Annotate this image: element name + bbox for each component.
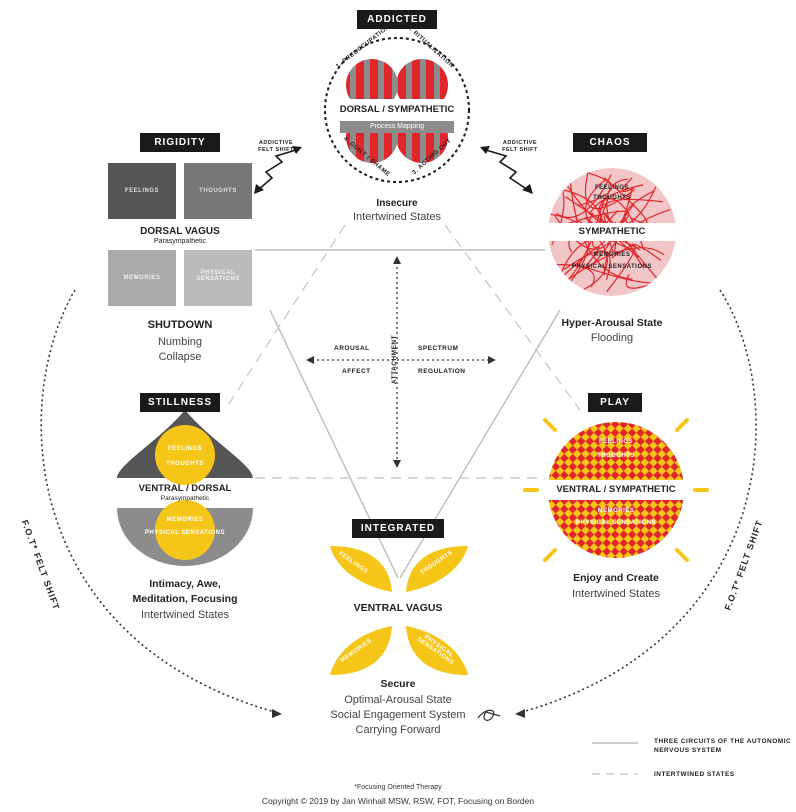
play-state-title: Enjoy and Create: [573, 572, 659, 584]
chaos-scribble: [548, 168, 676, 296]
right-zigzag-arrow: [485, 149, 529, 191]
chaos-state-line: Flooding: [590, 332, 634, 344]
intertwined-line-right: [444, 224, 581, 411]
rigidity-boxes: [108, 163, 252, 306]
play-state-line: Intertwined States: [571, 588, 661, 600]
stillness-label-sensations: PHYSICAL SENSATIONS: [145, 530, 225, 536]
addicted-state-title: Insecure: [376, 198, 418, 209]
label-spectrum: SPECTRUM: [418, 345, 459, 352]
play-label-feelings: FEELINGS: [598, 439, 633, 445]
legend-dashed-text: INTERTWINED STATES: [654, 771, 735, 778]
addicted-sub-label: Process Mapping: [369, 123, 425, 130]
play-circle: [523, 418, 709, 562]
addicted-state-line: Intertwined States: [352, 211, 442, 223]
label-attachment: ATTACHMENT: [391, 334, 399, 385]
chaos-label-feelings: FEELINGS: [594, 185, 629, 191]
play-label-memories: MEMORIES: [597, 508, 635, 514]
play-label-thoughts: THOUGHTS: [597, 453, 635, 459]
rigidity-state-line-2: Collapse: [158, 351, 202, 363]
stillness-state-title-2: Meditation, Focusing: [132, 593, 238, 605]
rigidity-box-feelings: FEELINGS: [124, 188, 159, 194]
signature-mark: [477, 709, 501, 721]
rigidity-state-line-1: Numbing: [157, 336, 203, 348]
chaos-state-title: Hyper-Arousal State: [561, 317, 663, 329]
tag-play: PLAY: [588, 393, 642, 412]
rigidity-box-sensations: PHYSICAL SENSATIONS: [196, 270, 240, 282]
label-affect: AFFECT: [342, 368, 371, 375]
chaos-label-sensations: PHYSICAL SENSATIONS: [572, 264, 652, 270]
addicted-main-label: DORSAL / SYMPATHETIC: [339, 104, 455, 115]
rigidity-sub-label: Parasympathetic: [153, 238, 207, 245]
tag-stillness: STILLNESS: [140, 393, 220, 412]
stillness-sub-label: Parasympathetic: [160, 495, 210, 502]
chaos-label-memories: MEMORIES: [593, 252, 631, 258]
legend-solid-text: THREE CIRCUITS OF THE AUTONOMIC NERVOUS …: [654, 738, 792, 754]
addicted-circle: [324, 37, 470, 183]
integrated-petals: [330, 546, 468, 675]
rigidity-state-title: SHUTDOWN: [147, 319, 213, 331]
tag-rigidity: RIGIDITY: [140, 133, 220, 152]
label-arousal: AROUSAL: [334, 345, 370, 352]
play-main-label: VENTRAL / SYMPATHETIC: [556, 484, 676, 495]
stillness-label-feelings: FEELINGS: [167, 446, 202, 452]
label-regulation: REGULATION: [418, 368, 466, 375]
stillness-drop: [117, 410, 253, 566]
integrated-state-title: Secure: [380, 678, 416, 690]
stillness-label-memories: MEMORIES: [166, 517, 204, 523]
tag-addicted: ADDICTED: [357, 10, 437, 29]
tag-integrated: INTEGRATED: [352, 519, 444, 538]
intertwined-line-left: [224, 224, 346, 411]
stillness-main-label: VENTRAL / DORSAL: [138, 483, 232, 494]
integrated-state-line-3: Carrying Forward: [355, 724, 441, 736]
tag-chaos: CHAOS: [573, 133, 647, 152]
stillness-label-thoughts: THOUGHTS: [166, 461, 204, 467]
stillness-state-line: Intertwined States: [140, 609, 230, 621]
integrated-main-label: VENTRAL VAGUS: [353, 602, 443, 614]
integrated-state-line-2: Social Engagement System: [330, 709, 466, 721]
right-shift-label: ADDICTIVE FELT SHIFT: [502, 140, 538, 153]
integrated-state-line-1: Optimal-Arousal State: [344, 694, 452, 706]
chaos-label-thoughts: THOUGHTS: [593, 195, 631, 201]
rigidity-box-memories: MEMORIES: [123, 275, 161, 281]
rigidity-main-label: DORSAL VAGUS: [140, 226, 220, 237]
footnote: *Focusing Oriented Therapy: [354, 784, 442, 791]
copyright: Copyright © 2019 by Jan Winhall MSW, RSW…: [261, 796, 535, 806]
stillness-state-title-1: Intimacy, Awe,: [149, 578, 221, 590]
play-label-sensations: PHYSICAL SENSATIONS: [576, 520, 656, 526]
left-shift-label: ADDICTIVE FELT SHIFT: [258, 140, 294, 153]
left-zigzag-arrow: [257, 149, 297, 191]
rigidity-box-thoughts: THOUGHTS: [199, 188, 237, 194]
chaos-main-label: SYMPATHETIC: [578, 226, 646, 237]
